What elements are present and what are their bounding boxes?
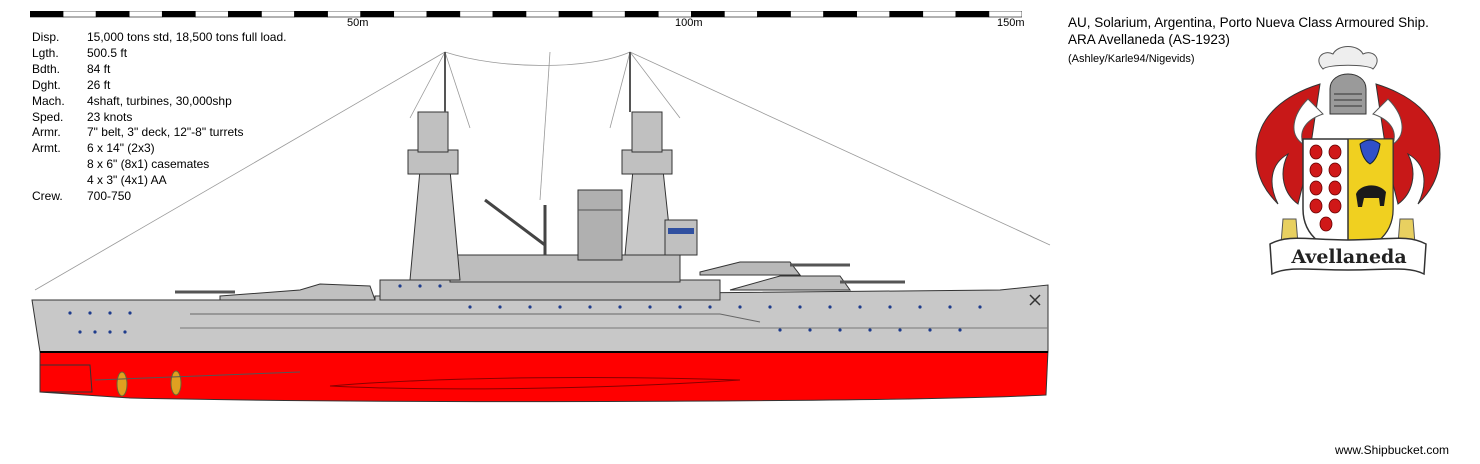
footer-website: www.Shipbucket.com [1335,443,1450,457]
scale-segment [591,11,626,18]
scale-segment [558,11,593,18]
ship-title: AU, Solarium, Argentina, Porto Nueva Cla… [1068,14,1429,48]
spec-value: 7" belt, 3" deck, 12"-8" turrets [87,125,244,140]
spec-row: Mach. 4shaft, turbines, 30,000shp [32,94,286,110]
spec-key: Armr. [32,125,61,140]
spec-row: Disp. 15,000 tons std, 18,500 tons full l… [32,30,286,46]
spec-row: Armr. 7" belt, 3" deck, 12"-8" turrets [32,125,286,141]
coat-of-arms-motto: Avellaneda [1291,246,1407,268]
scale-segment [426,11,461,18]
spec-key: Sped. [32,109,64,124]
specifications: Disp. 15,000 tons std, 18,500 tons full l… [32,30,286,205]
spec-value: 8 x 6" (8x1) casemates [87,157,210,172]
scale-segment [62,11,97,18]
spec-row: Dght. 26 ft [32,78,286,94]
scale-segment [459,11,494,18]
scale-segment [922,11,957,18]
scale-bar [30,11,1022,18]
scale-segment [790,11,824,18]
title-line-1: AU, Solarium, Argentina, Porto Nueva Cla… [1068,15,1429,30]
scale-segment [856,11,891,18]
scale-segment [393,11,428,18]
spec-key: Lgth. [32,45,59,60]
spec-key: Mach. [32,93,65,108]
spec-value: 6 x 14" (2x3) [87,141,155,156]
scale-segment [294,11,328,18]
spec-value: 84 ft [87,61,111,76]
scale-segment [624,11,659,18]
spec-row: 4 x 3" (4x1) AA [32,173,286,189]
scale-label-50m: 50m [347,17,369,29]
spec-value: 500.5 ft [87,45,128,60]
scale-segment [724,11,758,18]
spec-value: 4 x 3" (4x1) AA [87,173,167,188]
spec-value: 23 knots [87,109,133,124]
scale-segment [161,11,196,18]
ship-profile-drawing [31,51,1051,403]
scale-segment [889,11,924,18]
scale-segment [955,11,990,18]
spec-key: Bdth. [32,61,61,76]
scale-segment [823,11,857,18]
spec-row: Lgth. 500.5 ft [32,46,286,62]
scale-segment [492,11,527,18]
spec-row: Armt. 6 x 14" (2x3) [32,141,286,157]
scale-segment [95,11,130,18]
scale-label-100m: 100m [675,17,703,29]
spec-row: 8 x 6" (8x1) casemates [32,157,286,173]
spec-row: Sped. 23 knots [32,110,286,126]
scale-label-150m: 150m [997,17,1025,29]
scale-segment [228,11,262,18]
spec-row: Bdth. 84 ft [32,62,286,78]
spec-value: 26 ft [87,77,111,92]
spec-key: Dght. [32,77,61,92]
scale-segment [261,11,295,18]
scale-segment [128,11,163,18]
scale-segment [195,11,229,18]
title-line-2: ARA Avellaneda (AS-1923) [1068,32,1230,47]
spec-value: 4shaft, turbines, 30,000shp [87,93,232,108]
scale-segment [30,11,64,18]
scale-segment [757,11,791,18]
coat-of-arms-image [1255,46,1441,276]
spec-key: Disp. [32,30,60,44]
spec-row: Crew. 700-750 [32,189,286,205]
spec-value: 700-750 [87,189,132,204]
spec-key: Crew. [32,189,63,204]
scale-segment [525,11,560,18]
spec-key: Armt. [32,141,61,156]
spec-value: 15,000 tons std, 18,500 tons full load. [87,30,287,44]
credits: (Ashley/Karle94/Nigevids) [1068,53,1195,65]
